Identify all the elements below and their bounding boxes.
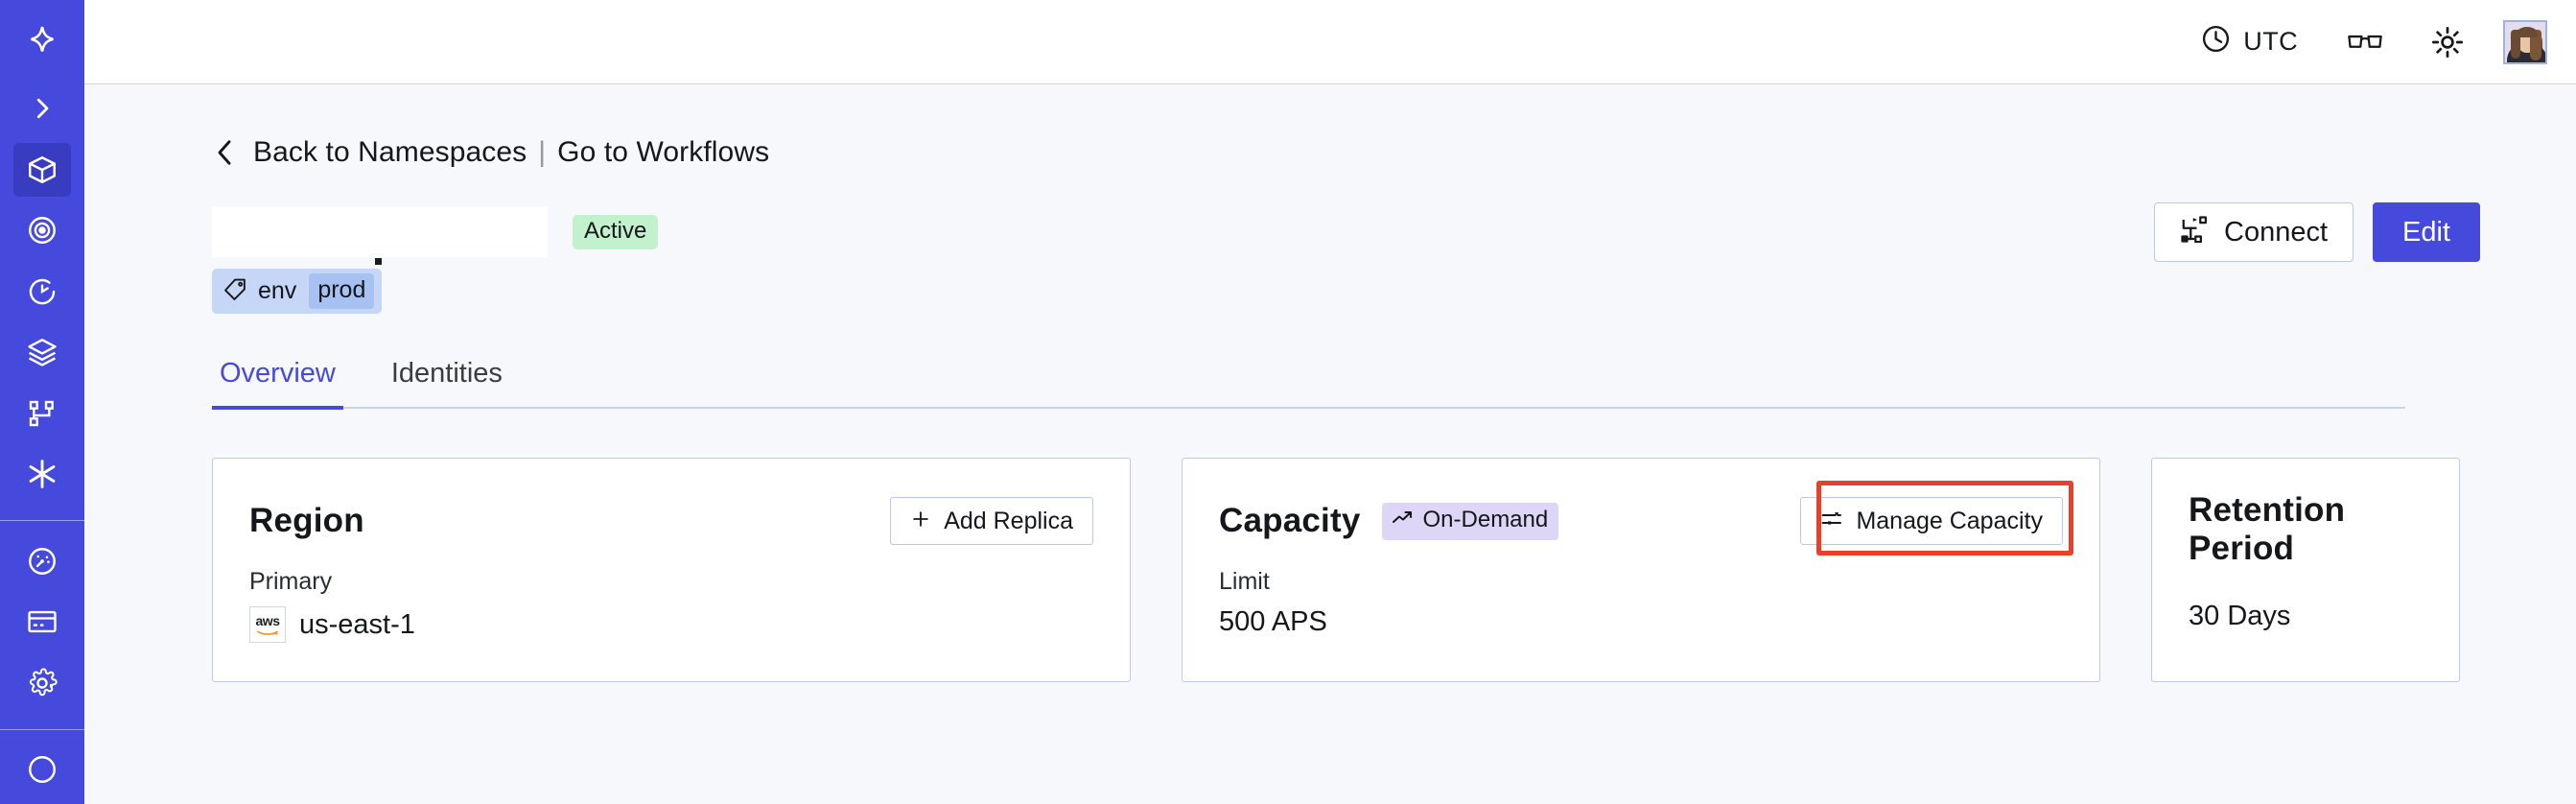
edit-button-label: Edit	[2402, 216, 2450, 248]
breadcrumb-back-link[interactable]: Back to Namespaces	[253, 136, 527, 168]
breadcrumb-separator: |	[538, 136, 547, 168]
tag-icon	[223, 277, 247, 306]
connect-button-label: Connect	[2224, 216, 2329, 248]
top-bar: UTC	[84, 0, 2576, 84]
plus-icon	[910, 508, 931, 534]
sun-icon[interactable]	[2421, 15, 2474, 69]
sliders-icon	[1820, 508, 1843, 535]
retention-value: 30 Days	[2189, 601, 2291, 631]
sidebar-item-workflows[interactable]	[13, 387, 71, 440]
region-primary-value-row: aws us-east-1	[249, 606, 1093, 643]
region-primary-value: us-east-1	[299, 608, 415, 640]
breadcrumb-workflows-link[interactable]: Go to Workflows	[557, 136, 770, 168]
capacity-card: Capacity On-Demand	[1182, 458, 2100, 682]
sidebar-divider-top	[0, 520, 84, 522]
sidebar-item-batch-jobs[interactable]	[13, 326, 71, 380]
region-card-title: Region	[249, 502, 364, 539]
tab-identities[interactable]: Identities	[390, 358, 503, 389]
region-card: Region Add Replica Pr	[212, 458, 1131, 682]
chevron-left-icon[interactable]	[212, 138, 237, 167]
left-sidebar	[0, 0, 84, 804]
sidebar-item-nexus[interactable]	[13, 448, 71, 502]
tag-key: env	[258, 277, 297, 304]
sidebar-item-usage[interactable]	[13, 534, 71, 588]
sidebar-item-expand-sidebar[interactable]	[13, 83, 71, 136]
namespace-tag[interactable]: env prod	[212, 269, 383, 314]
sidebar-item-observability[interactable]	[13, 204, 71, 258]
connect-flow-icon	[2180, 216, 2209, 248]
page-content: Back to Namespaces | Go to Workflows Act…	[84, 84, 2576, 804]
aws-logo-icon: aws	[249, 606, 286, 643]
tag-value: prod	[309, 273, 375, 309]
capacity-mode-badge: On-Demand	[1381, 502, 1559, 540]
temporal-star-logo-icon[interactable]	[13, 15, 71, 69]
breadcrumb: Back to Namespaces | Go to Workflows	[212, 136, 2480, 169]
capacity-limit-value: 500 APS	[1219, 606, 1327, 637]
sidebar-item-help[interactable]	[13, 744, 71, 797]
capacity-limit-label: Limit	[1219, 568, 1270, 595]
region-primary-label: Primary	[249, 568, 333, 595]
tab-overview[interactable]: Overview	[212, 358, 343, 410]
sidebar-item-schedules[interactable]	[13, 265, 71, 319]
connect-button[interactable]: Connect	[2154, 202, 2354, 262]
manage-capacity-button[interactable]: Manage Capacity	[1800, 497, 2063, 545]
manage-capacity-label: Manage Capacity	[1856, 507, 2043, 534]
sidebar-item-billing[interactable]	[13, 596, 71, 650]
header-actions: Connect Edit	[2154, 202, 2480, 262]
sidebar-item-namespaces[interactable]	[13, 143, 71, 197]
overview-cards: Region Add Replica Pr	[212, 458, 2480, 682]
add-replica-button[interactable]: Add Replica	[890, 497, 1093, 545]
timezone-selector[interactable]: UTC	[2200, 23, 2298, 61]
sidebar-item-settings[interactable]	[13, 656, 71, 710]
retention-card: Retention Period 30 Days	[2151, 458, 2460, 682]
capacity-mode-label: On-Demand	[1422, 507, 1549, 532]
status-badge: Active	[573, 215, 659, 249]
page-title	[212, 207, 548, 265]
tab-bar: Overview Identities	[212, 358, 2405, 410]
avatar[interactable]	[2503, 19, 2547, 64]
namespace-title-row: Active	[212, 201, 2480, 265]
add-replica-label: Add Replica	[944, 507, 1073, 534]
clock-icon	[2200, 23, 2232, 61]
capacity-card-title: Capacity	[1219, 502, 1361, 539]
retention-card-title: Retention Period	[2189, 491, 2346, 567]
main-column: UTC	[84, 0, 2576, 804]
edit-button[interactable]: Edit	[2373, 202, 2480, 262]
timezone-label: UTC	[2243, 27, 2298, 56]
glasses-icon[interactable]	[2338, 15, 2392, 69]
tag-row: env prod	[212, 269, 2480, 314]
sidebar-divider-bottom	[0, 728, 84, 730]
trending-up-icon	[1392, 508, 1415, 532]
